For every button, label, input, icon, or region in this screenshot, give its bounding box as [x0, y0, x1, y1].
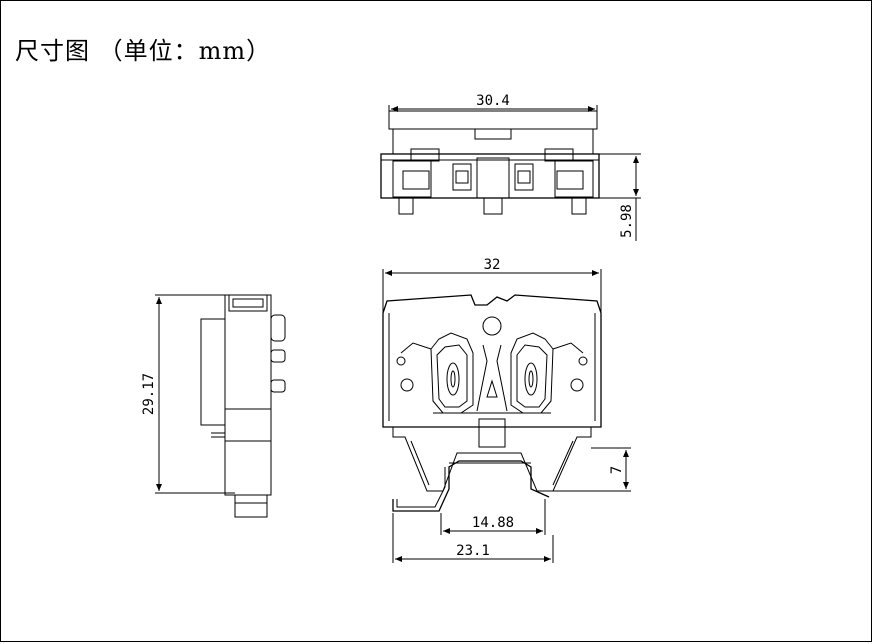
dim-clip-height: 7 [609, 466, 625, 474]
dim-top-height: 5.98 [619, 204, 635, 238]
dim-rail-width: 14.88 [472, 515, 514, 531]
dim-side-height: 29.17 [141, 373, 157, 415]
side-view: 29.17 [141, 294, 286, 518]
top-view: 30.4 5.98 [380, 93, 641, 241]
dim-base-width: 23.1 [456, 543, 490, 559]
dim-top-width: 30.4 [476, 93, 510, 109]
drawing-title: 尺寸图 （单位：mm） [15, 37, 272, 65]
front-view: 32 7 14.88 23.1 [382, 257, 631, 563]
dim-front-width: 32 [484, 257, 501, 273]
